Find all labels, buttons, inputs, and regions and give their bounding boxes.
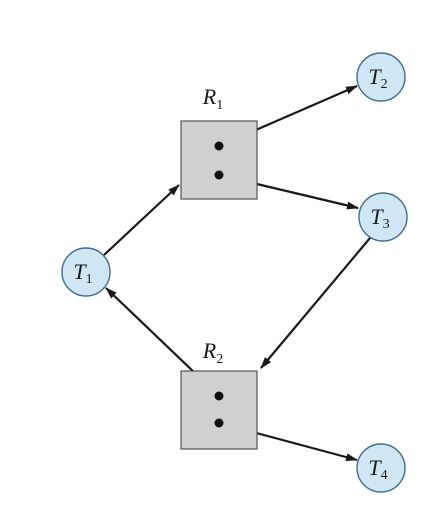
thread-t1: T1 [61, 247, 111, 297]
thread-node-circle [61, 247, 111, 297]
thread-t4: T4 [356, 443, 406, 493]
thread-node-circle [356, 443, 406, 493]
thread-label: T4 [368, 455, 387, 483]
resource-r2: R2 [180, 338, 258, 450]
resource-label: R1 [202, 84, 223, 113]
thread-t3: T3 [358, 192, 408, 242]
edge-t3-to-r2 [260, 237, 371, 369]
resource-box [180, 370, 258, 450]
resource-label: R2 [202, 338, 223, 367]
thread-label: T1 [73, 259, 92, 287]
edge-t1-to-r1 [103, 184, 180, 256]
thread-label: T3 [370, 204, 389, 232]
resource-r1: R1 [180, 84, 258, 200]
thread-node-circle [358, 192, 408, 242]
thread-label: T2 [368, 64, 387, 92]
resource-instance-dot [214, 418, 224, 428]
resource-instance-dot [214, 391, 224, 401]
resource-instance-dot [214, 170, 224, 180]
thread-t2: T2 [356, 52, 406, 102]
resource-instance-dot [214, 141, 224, 151]
thread-node-circle [356, 52, 406, 102]
resource-box [180, 120, 258, 200]
